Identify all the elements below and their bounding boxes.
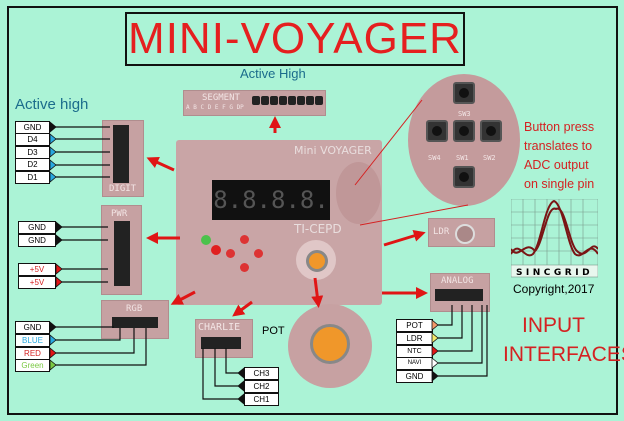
charlie-board-label: CHARLIE <box>198 322 241 333</box>
charlie-pin-ch2: CH2 <box>244 380 279 393</box>
digit-heading: Active high <box>15 96 89 113</box>
sw2-label: SW2 <box>483 154 496 162</box>
pwr-header-board: PWR <box>101 205 142 295</box>
rgb-pins <box>112 317 158 328</box>
button-note-line: translates to <box>524 139 593 153</box>
digit-pins <box>113 125 129 183</box>
pwr-pin-5v-1: +5V <box>18 263 56 276</box>
segment-pin-names: A B C D E F G DP <box>186 104 244 111</box>
copyright: Copyright,2017 <box>513 282 595 296</box>
button-sw5 <box>453 166 475 188</box>
button-note-line: on single pin <box>524 177 595 191</box>
pot-label: POT <box>262 325 285 337</box>
analog-pin-ldr: LDR <box>396 332 433 345</box>
digit-pin-d1: D1 <box>15 171 50 184</box>
rgb-pin-green: Green <box>15 359 50 372</box>
analog-pins <box>435 289 483 301</box>
pwr-pins <box>114 221 130 286</box>
charlie-pins <box>201 337 241 349</box>
analog-board-label: ANALOG <box>441 276 474 286</box>
analog-header-board: ANALOG <box>430 273 490 312</box>
ldr-sensor-icon <box>455 224 475 244</box>
ldr-board: LDR <box>428 218 495 247</box>
pwr-pin-gnd-1: GND <box>18 221 56 234</box>
main-board-brand: Mini VOYAGER <box>294 144 372 157</box>
digit-header-board: DIGIT <box>102 120 144 197</box>
analog-pin-navi: NAVI <box>396 357 433 370</box>
analog-pin-gnd: GND <box>396 370 433 383</box>
pot-closeup <box>288 304 372 388</box>
pwr-board-label: PWR <box>111 209 128 219</box>
seven-segment-display: 8.8.8.8. <box>212 180 330 220</box>
button-note-line: ADC output <box>524 158 589 172</box>
ldr-board-label: LDR <box>433 227 450 237</box>
board-led-ring <box>226 235 266 275</box>
button-note-line: Button press <box>524 120 595 134</box>
sw4-label: SW4 <box>428 154 441 162</box>
pwr-pin-gnd-2: GND <box>18 234 56 247</box>
segment-board-label: SEGMENT <box>202 93 240 103</box>
board-led-green <box>201 235 211 245</box>
board-buttons-area <box>336 162 381 224</box>
segment-header-board: SEGMENT A B C D E F G DP <box>183 90 326 116</box>
digit-pin-d2: D2 <box>15 158 50 171</box>
digit-board-label: DIGIT <box>109 184 137 194</box>
segment-heading: Active High <box>240 66 306 81</box>
board-pot <box>296 240 336 280</box>
digit-pin-d4: D4 <box>15 133 50 146</box>
rgb-board-label: RGB <box>126 304 143 314</box>
outer-frame <box>7 6 618 415</box>
charlie-pin-ch1: CH1 <box>244 393 279 406</box>
sw3-label: SW3 <box>458 110 471 118</box>
main-board-photo: Mini VOYAGER 8.8.8.8. TI-CEPD <box>176 140 382 305</box>
rgb-pin-blue: BLUE <box>15 334 50 347</box>
rgb-header-board: RGB <box>101 300 169 339</box>
logo-text: SINCGRID <box>516 268 593 278</box>
pwr-pin-5v-2: +5V <box>18 276 56 289</box>
page-title: MINI-VOYAGER <box>125 12 465 66</box>
buttons-closeup: SW3 SW4 SW1 SW2 <box>408 74 520 206</box>
button-sw1 <box>453 120 475 142</box>
button-sw2 <box>480 120 502 142</box>
button-sw4 <box>426 120 448 142</box>
sincgrid-logo: SINCGRID <box>511 199 598 278</box>
board-led-red <box>211 245 221 255</box>
rgb-pin-gnd: GND <box>15 321 50 334</box>
sw1-label: SW1 <box>456 154 469 162</box>
caption-line2: INTERFACES <box>503 343 624 366</box>
caption-line1: INPUT <box>522 314 585 337</box>
charlie-pin-ch3: CH3 <box>244 367 279 380</box>
button-note: Button press translates to ADC output on… <box>524 118 594 194</box>
button-sw3 <box>453 82 475 104</box>
main-board-sub: TI-CEPD <box>294 222 342 236</box>
segment-pins <box>252 96 323 105</box>
charlie-header-board: CHARLIE <box>195 319 253 358</box>
analog-pin-pot: POT <box>396 319 433 332</box>
